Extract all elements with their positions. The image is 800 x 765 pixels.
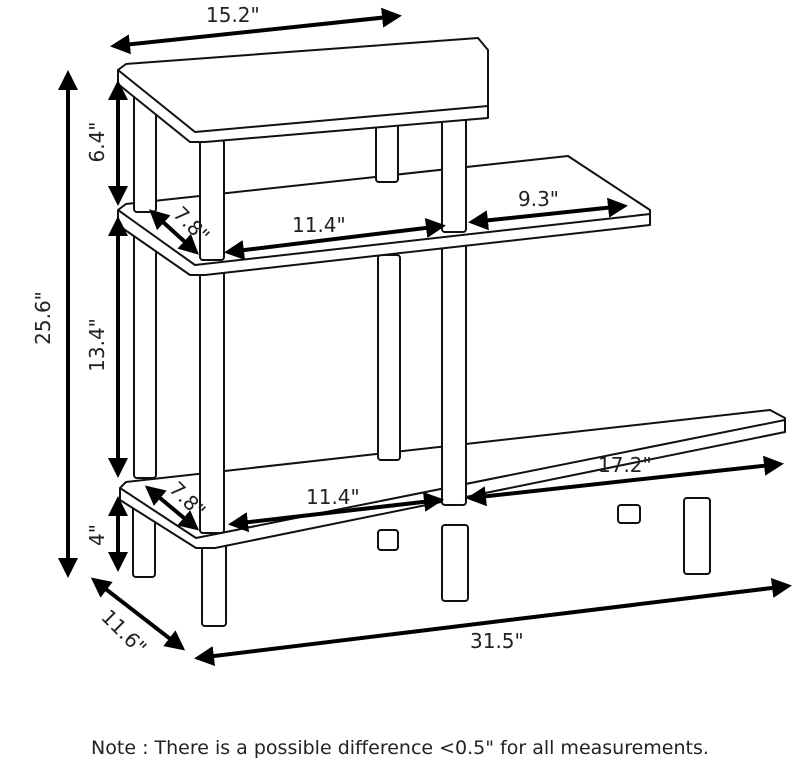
label-leg-height: 4": [85, 524, 109, 546]
label-overall-width: 31.5": [470, 629, 524, 653]
label-bottom-inner-width: 11.4": [306, 485, 360, 509]
label-middle-height: 13.4": [85, 318, 109, 372]
label-top-height: 6.4": [85, 121, 109, 162]
dimension-arrows: [58, 7, 792, 666]
label-overall-depth: 11.6": [96, 605, 151, 660]
label-bottom-extension: 17.2": [598, 453, 652, 477]
label-middle-extension: 9.3": [518, 187, 559, 211]
label-middle-inner-width: 11.4": [292, 213, 346, 237]
top-shelf: [117, 37, 489, 143]
label-total-height: 25.6": [31, 291, 55, 345]
measurement-note: Note : There is a possible difference <0…: [91, 737, 709, 759]
label-top-width: 15.2": [206, 3, 260, 27]
